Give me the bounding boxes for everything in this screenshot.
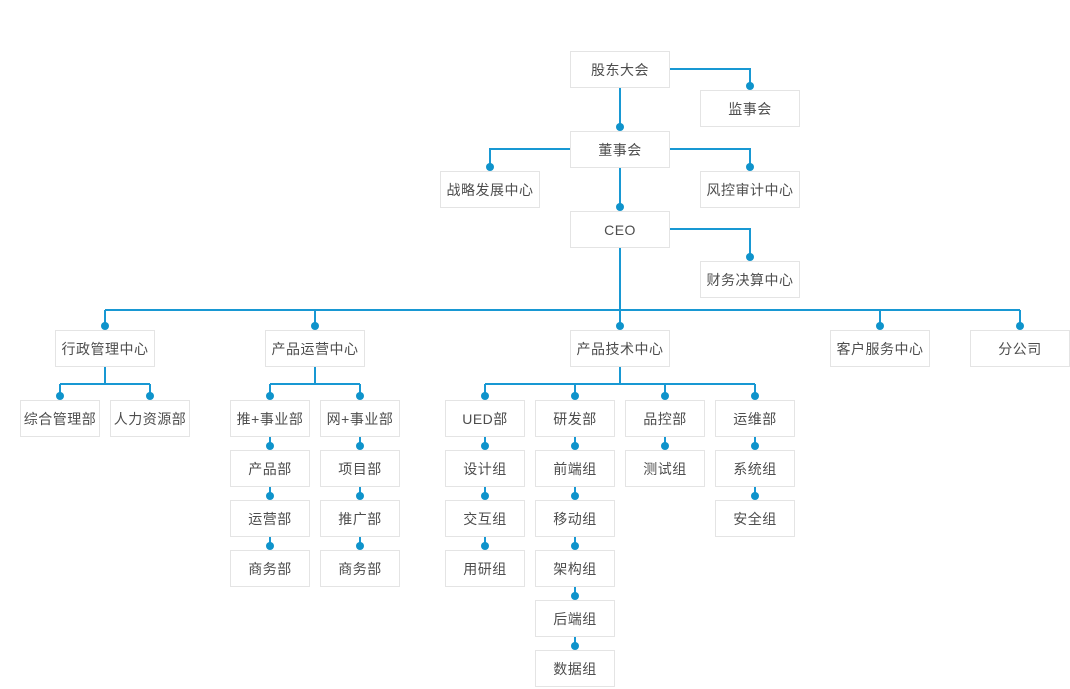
org-node-architecture-group: 架构组 bbox=[535, 550, 615, 587]
org-node-data-group: 数据组 bbox=[535, 650, 615, 687]
org-node-rd-dept: 研发部 bbox=[535, 400, 615, 437]
connector-dot bbox=[56, 392, 64, 400]
connector-line bbox=[489, 148, 570, 167]
org-node-frontend-group: 前端组 bbox=[535, 450, 615, 487]
org-node-user-research-group: 用研组 bbox=[445, 550, 525, 587]
connector-dot bbox=[481, 442, 489, 450]
org-node-wang-business-dept: 网+事业部 bbox=[320, 400, 400, 437]
org-node-shareholders-meeting: 股东大会 bbox=[570, 51, 670, 88]
connector-dot bbox=[266, 542, 274, 550]
org-node-ceo: CEO bbox=[570, 211, 670, 248]
connector-dot bbox=[146, 392, 154, 400]
connector-dot bbox=[746, 82, 754, 90]
connector-dot bbox=[266, 492, 274, 500]
org-node-operations-dept: 运营部 bbox=[230, 500, 310, 537]
connector-dot bbox=[571, 642, 579, 650]
connector-dot bbox=[266, 392, 274, 400]
org-node-product-dept: 产品部 bbox=[230, 450, 310, 487]
connector-dot bbox=[356, 392, 364, 400]
connector-dot bbox=[616, 322, 624, 330]
org-node-ued-dept: UED部 bbox=[445, 400, 525, 437]
connector-dot bbox=[661, 392, 669, 400]
connector-dot bbox=[571, 442, 579, 450]
org-node-board-of-directors: 董事会 bbox=[570, 131, 670, 168]
connector-dot bbox=[751, 392, 759, 400]
org-node-tech-center: 产品技术中心 bbox=[570, 330, 670, 367]
org-node-general-admin-dept: 综合管理部 bbox=[20, 400, 100, 437]
org-node-design-group: 设计组 bbox=[445, 450, 525, 487]
org-node-mobile-group: 移动组 bbox=[535, 500, 615, 537]
connector-dot bbox=[481, 392, 489, 400]
connector-dot bbox=[751, 442, 759, 450]
org-node-branch-company: 分公司 bbox=[970, 330, 1070, 367]
org-node-hr-dept: 人力资源部 bbox=[110, 400, 190, 437]
org-node-business-dept-wang: 商务部 bbox=[320, 550, 400, 587]
connector-dot bbox=[876, 322, 884, 330]
connector-dot bbox=[356, 542, 364, 550]
org-node-maintenance-dept: 运维部 bbox=[715, 400, 795, 437]
org-node-project-dept: 项目部 bbox=[320, 450, 400, 487]
org-node-strategy-center: 战略发展中心 bbox=[440, 171, 540, 208]
connector-dot bbox=[571, 542, 579, 550]
connector-line bbox=[670, 68, 751, 86]
org-node-backend-group: 后端组 bbox=[535, 600, 615, 637]
org-node-risk-audit-center: 风控审计中心 bbox=[700, 171, 800, 208]
org-node-customer-service-center: 客户服务中心 bbox=[830, 330, 930, 367]
connector-dot bbox=[571, 592, 579, 600]
connector-dot bbox=[571, 392, 579, 400]
org-node-tui-business-dept: 推+事业部 bbox=[230, 400, 310, 437]
connector-dot bbox=[661, 442, 669, 450]
org-node-finance-center: 财务决算中心 bbox=[700, 261, 800, 298]
connector-dot bbox=[266, 442, 274, 450]
connector-dot bbox=[751, 492, 759, 500]
org-node-promotion-dept: 推广部 bbox=[320, 500, 400, 537]
connector-dot bbox=[616, 203, 624, 211]
connector-dot bbox=[746, 253, 754, 261]
connector-line bbox=[670, 228, 751, 257]
connector-dot bbox=[616, 123, 624, 131]
connector-dot bbox=[356, 492, 364, 500]
connector-line bbox=[670, 148, 751, 167]
org-node-business-dept-tui: 商务部 bbox=[230, 550, 310, 587]
org-node-interaction-group: 交互组 bbox=[445, 500, 525, 537]
connector-dot bbox=[311, 322, 319, 330]
org-node-supervisory-board: 监事会 bbox=[700, 90, 800, 127]
connector-dot bbox=[746, 163, 754, 171]
connector-dot bbox=[481, 542, 489, 550]
org-node-testing-group: 测试组 bbox=[625, 450, 705, 487]
connector-dot bbox=[356, 442, 364, 450]
org-node-qc-dept: 品控部 bbox=[625, 400, 705, 437]
connector-dot bbox=[101, 322, 109, 330]
connector-dot bbox=[571, 492, 579, 500]
connector-dot bbox=[1016, 322, 1024, 330]
connector-dot bbox=[481, 492, 489, 500]
connector-dot bbox=[486, 163, 494, 171]
org-node-security-group: 安全组 bbox=[715, 500, 795, 537]
org-node-ops-center: 产品运营中心 bbox=[265, 330, 365, 367]
org-node-system-group: 系统组 bbox=[715, 450, 795, 487]
org-node-admin-center: 行政管理中心 bbox=[55, 330, 155, 367]
